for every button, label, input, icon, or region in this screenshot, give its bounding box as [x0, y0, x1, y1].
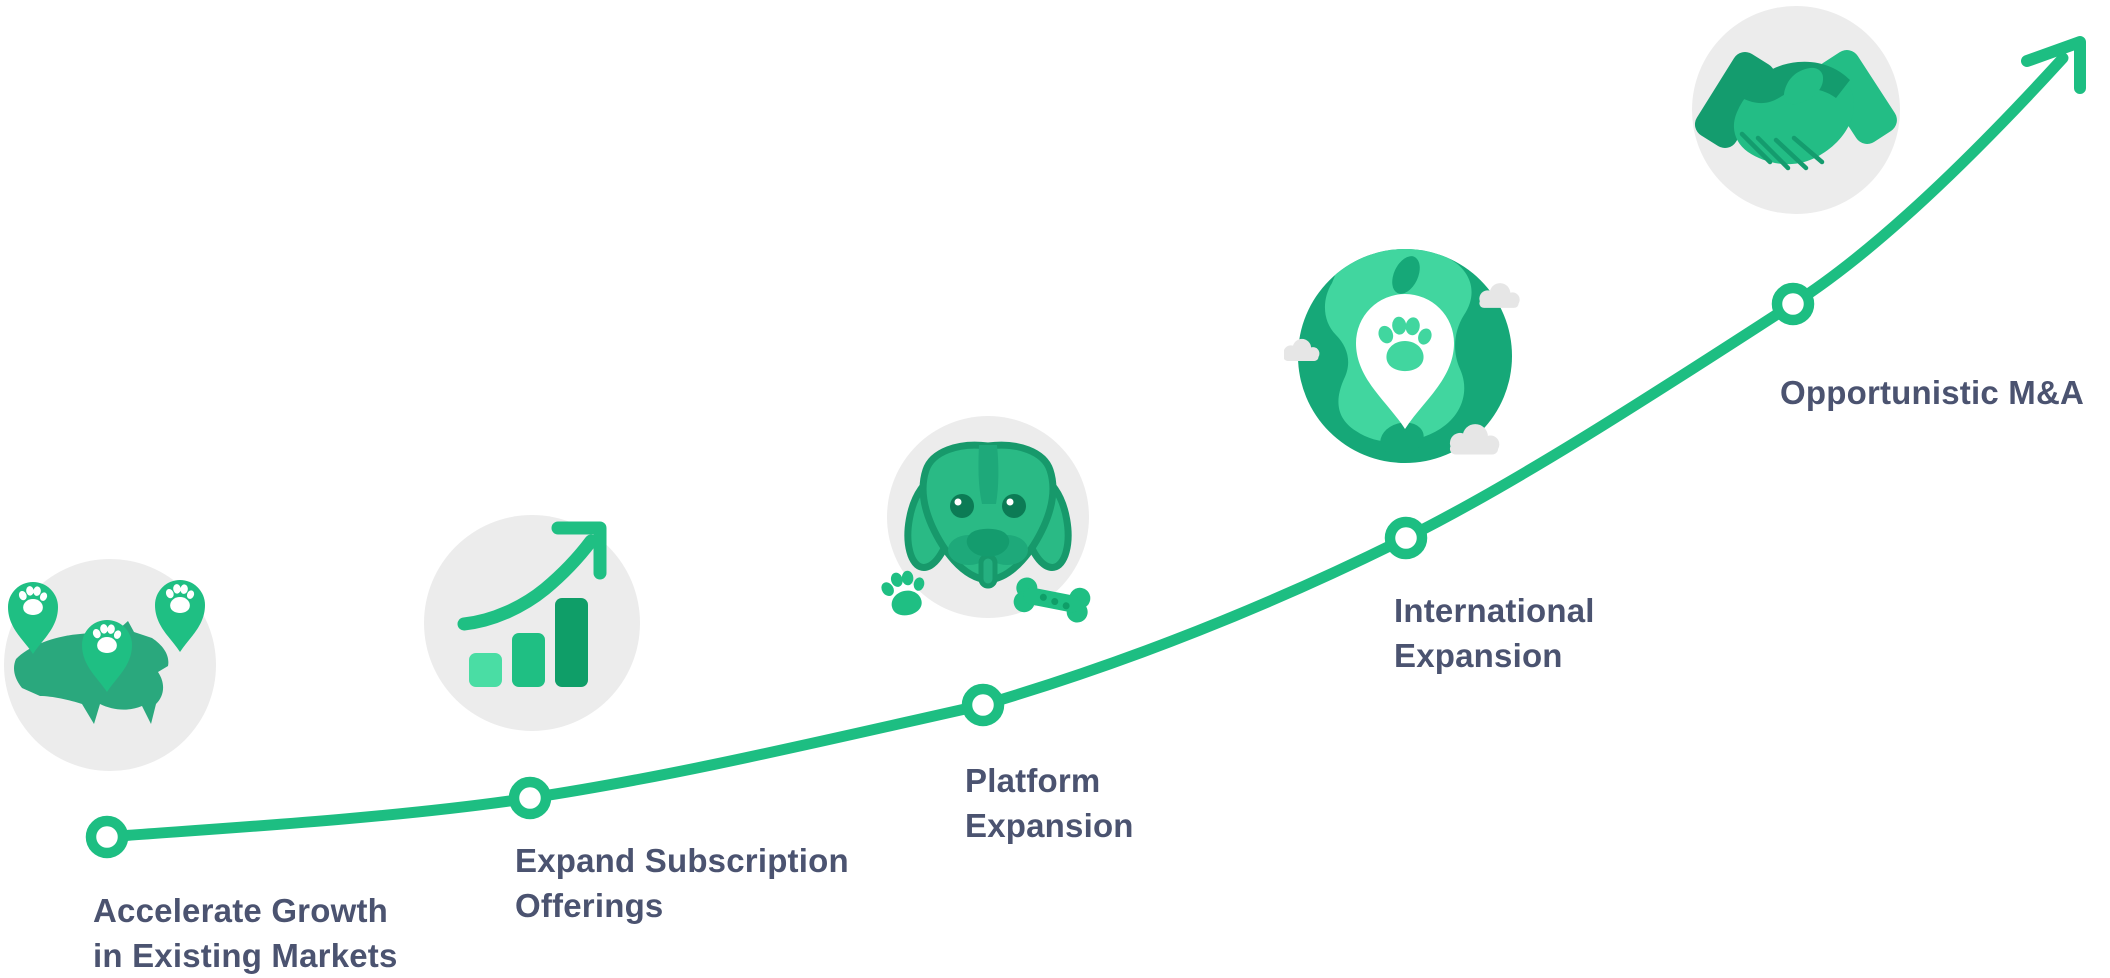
- label-line: Expansion: [1394, 637, 1563, 674]
- usa-map-paw-pins-icon: [4, 559, 216, 771]
- curve-node-4: [1384, 516, 1428, 560]
- label-line: Expansion: [965, 807, 1134, 844]
- paw-pin: [82, 620, 132, 692]
- paw-pin: [155, 580, 205, 652]
- milestone-label-subscription-offerings: Expand Subscription Offerings: [515, 838, 849, 928]
- forehead-stripe: [978, 445, 999, 504]
- growth-swoosh: [457, 534, 598, 631]
- label-line: Offerings: [515, 887, 664, 924]
- dog-nose: [966, 528, 1010, 557]
- curve-node-2: [508, 776, 552, 820]
- thumb-light: [1783, 67, 1824, 105]
- label-line: Expand Subscription: [515, 842, 849, 879]
- dog-head: [904, 441, 1072, 589]
- swoosh-arrowhead: [551, 521, 607, 580]
- milestone-label-international-expansion: International Expansion: [1394, 588, 1595, 678]
- curve-node-1: [85, 815, 129, 859]
- bar-chart-growth-arrow-icon: [424, 515, 640, 731]
- bar-tall: [555, 598, 588, 687]
- label-line: International: [1394, 592, 1595, 629]
- bar-small: [469, 653, 502, 687]
- paw-pin: [8, 582, 58, 654]
- handshake-icon: [1692, 6, 1900, 214]
- dog-eye-left: [950, 494, 974, 518]
- dog-tongue: [978, 553, 998, 589]
- globe-paw-pin-icon: [1284, 249, 1520, 463]
- finger-lines: [1739, 131, 1825, 171]
- milestone-label-existing-markets: Accelerate Growth in Existing Markets: [93, 888, 398, 978]
- label-line: Accelerate Growth: [93, 892, 389, 929]
- milestone-label-opportunistic-mna: Opportunistic M&A: [1780, 370, 2084, 415]
- dog-head-icon: [876, 416, 1091, 623]
- bone-shape: [1013, 577, 1091, 623]
- dog-eye-right: [1002, 494, 1026, 518]
- label-line: Platform: [965, 762, 1101, 799]
- growth-curve-line: [101, 52, 2069, 843]
- label-line: Opportunistic M&A: [1780, 374, 2085, 411]
- label-line: in Existing Markets: [93, 937, 398, 974]
- growth-arrow-icon: [2021, 36, 2086, 94]
- curve-node-3: [961, 683, 1005, 727]
- curve-node-5: [1771, 282, 1815, 326]
- sleeve-left: [1694, 52, 1776, 148]
- bar-medium: [512, 633, 545, 687]
- milestone-label-platform-expansion: Platform Expansion: [965, 758, 1134, 848]
